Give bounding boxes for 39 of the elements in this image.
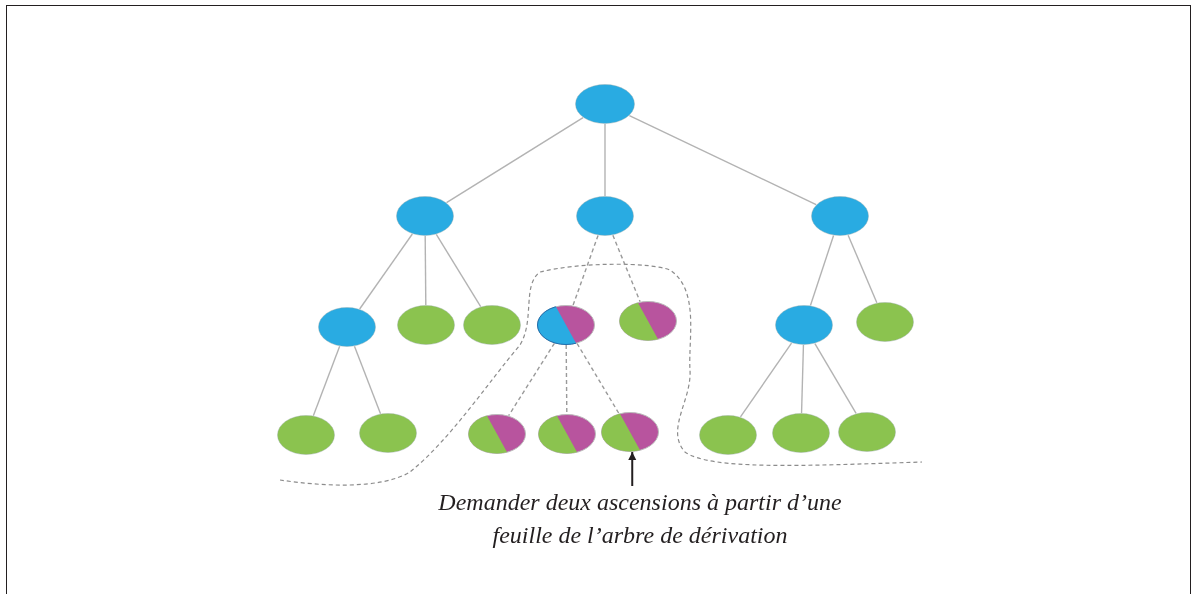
tree-branch	[576, 342, 620, 415]
tree-branch	[507, 342, 556, 417]
split-ellipse-node	[537, 305, 595, 345]
tree-branch	[358, 233, 414, 310]
arrow	[628, 451, 637, 487]
tree-branch	[809, 234, 835, 307]
tree-branch	[572, 234, 599, 307]
ellipse-node	[575, 84, 635, 124]
tree-branch	[445, 116, 584, 204]
tree-branch	[612, 234, 641, 303]
tree-branch	[353, 345, 382, 415]
tree-branch	[565, 344, 568, 415]
split-ellipse-node	[619, 301, 677, 341]
ellipse-node	[396, 196, 454, 236]
split-ellipse-node	[538, 414, 596, 454]
ellipse-node	[772, 413, 830, 453]
ellipse-node	[838, 412, 896, 452]
ellipse-node	[775, 305, 833, 345]
ellipse-node	[856, 302, 914, 342]
split-ellipse-node	[468, 414, 526, 454]
tree-branch	[800, 344, 805, 414]
tree-branch	[424, 235, 427, 306]
tree-branch	[847, 234, 878, 304]
tree-branch	[628, 114, 817, 206]
split-ellipse-node	[601, 412, 659, 452]
tree-branch	[435, 233, 482, 308]
ellipse-node	[318, 307, 376, 347]
ellipse-node	[463, 305, 521, 345]
tree-branch	[604, 123, 606, 197]
tree-branch	[312, 345, 341, 417]
ellipse-node	[811, 196, 869, 236]
ellipse-node	[699, 415, 757, 455]
ellipse-node	[397, 305, 455, 345]
annotation-text: Demander deux ascensions à partir d’une feuille de l’arbre de dérivation	[410, 486, 870, 556]
ellipse-node	[277, 415, 335, 455]
ellipse-node	[359, 413, 417, 453]
ellipse-node	[576, 196, 634, 236]
tree-branch	[814, 342, 857, 415]
tree-branch	[739, 342, 793, 418]
